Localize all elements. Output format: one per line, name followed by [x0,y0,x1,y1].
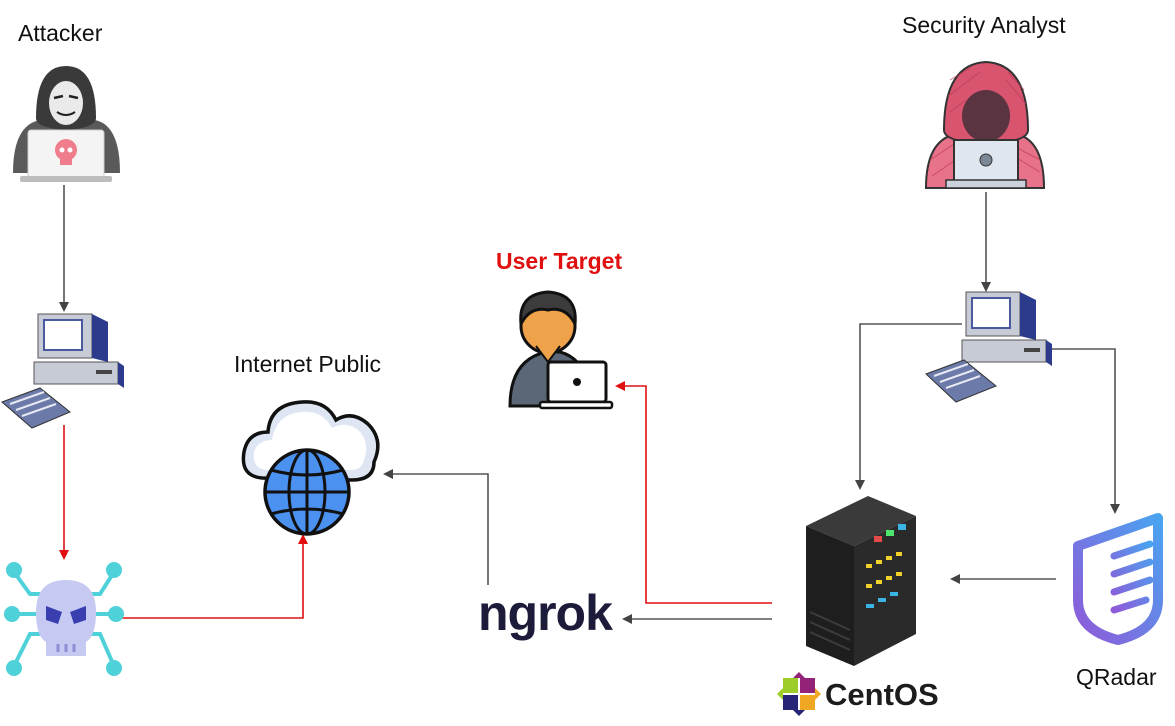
user-target-label: User Target [496,248,623,274]
security-analyst-label: Security Analyst [902,12,1066,38]
ngrok-to-internet-line [383,469,489,585]
qradar-shield-icon [1073,513,1163,645]
ngrok-logo: ngrok [478,585,613,641]
qradar-label: QRadar [1076,664,1157,690]
centos-to-usertarget-line [615,381,772,604]
malware-to-internet-line [118,534,308,619]
attacker-icon [13,66,120,182]
attacker-label: Attacker [18,20,103,46]
internet-cloud-icon [241,400,380,536]
workstation-to-qradar-line [1040,348,1120,514]
workstation-to-centos-line [855,323,962,490]
centos-logo-text: CentOS [825,677,939,712]
attacker-computer-icon [1,313,124,429]
security-analyst-icon [924,60,1046,189]
centos-server-icon [806,496,916,666]
analyst-computer-icon [925,291,1052,403]
user-target-icon [508,290,614,410]
malware-bot-icon [4,562,124,676]
internet-public-label: Internet Public [234,351,382,377]
centos-logo-icon [777,672,821,716]
